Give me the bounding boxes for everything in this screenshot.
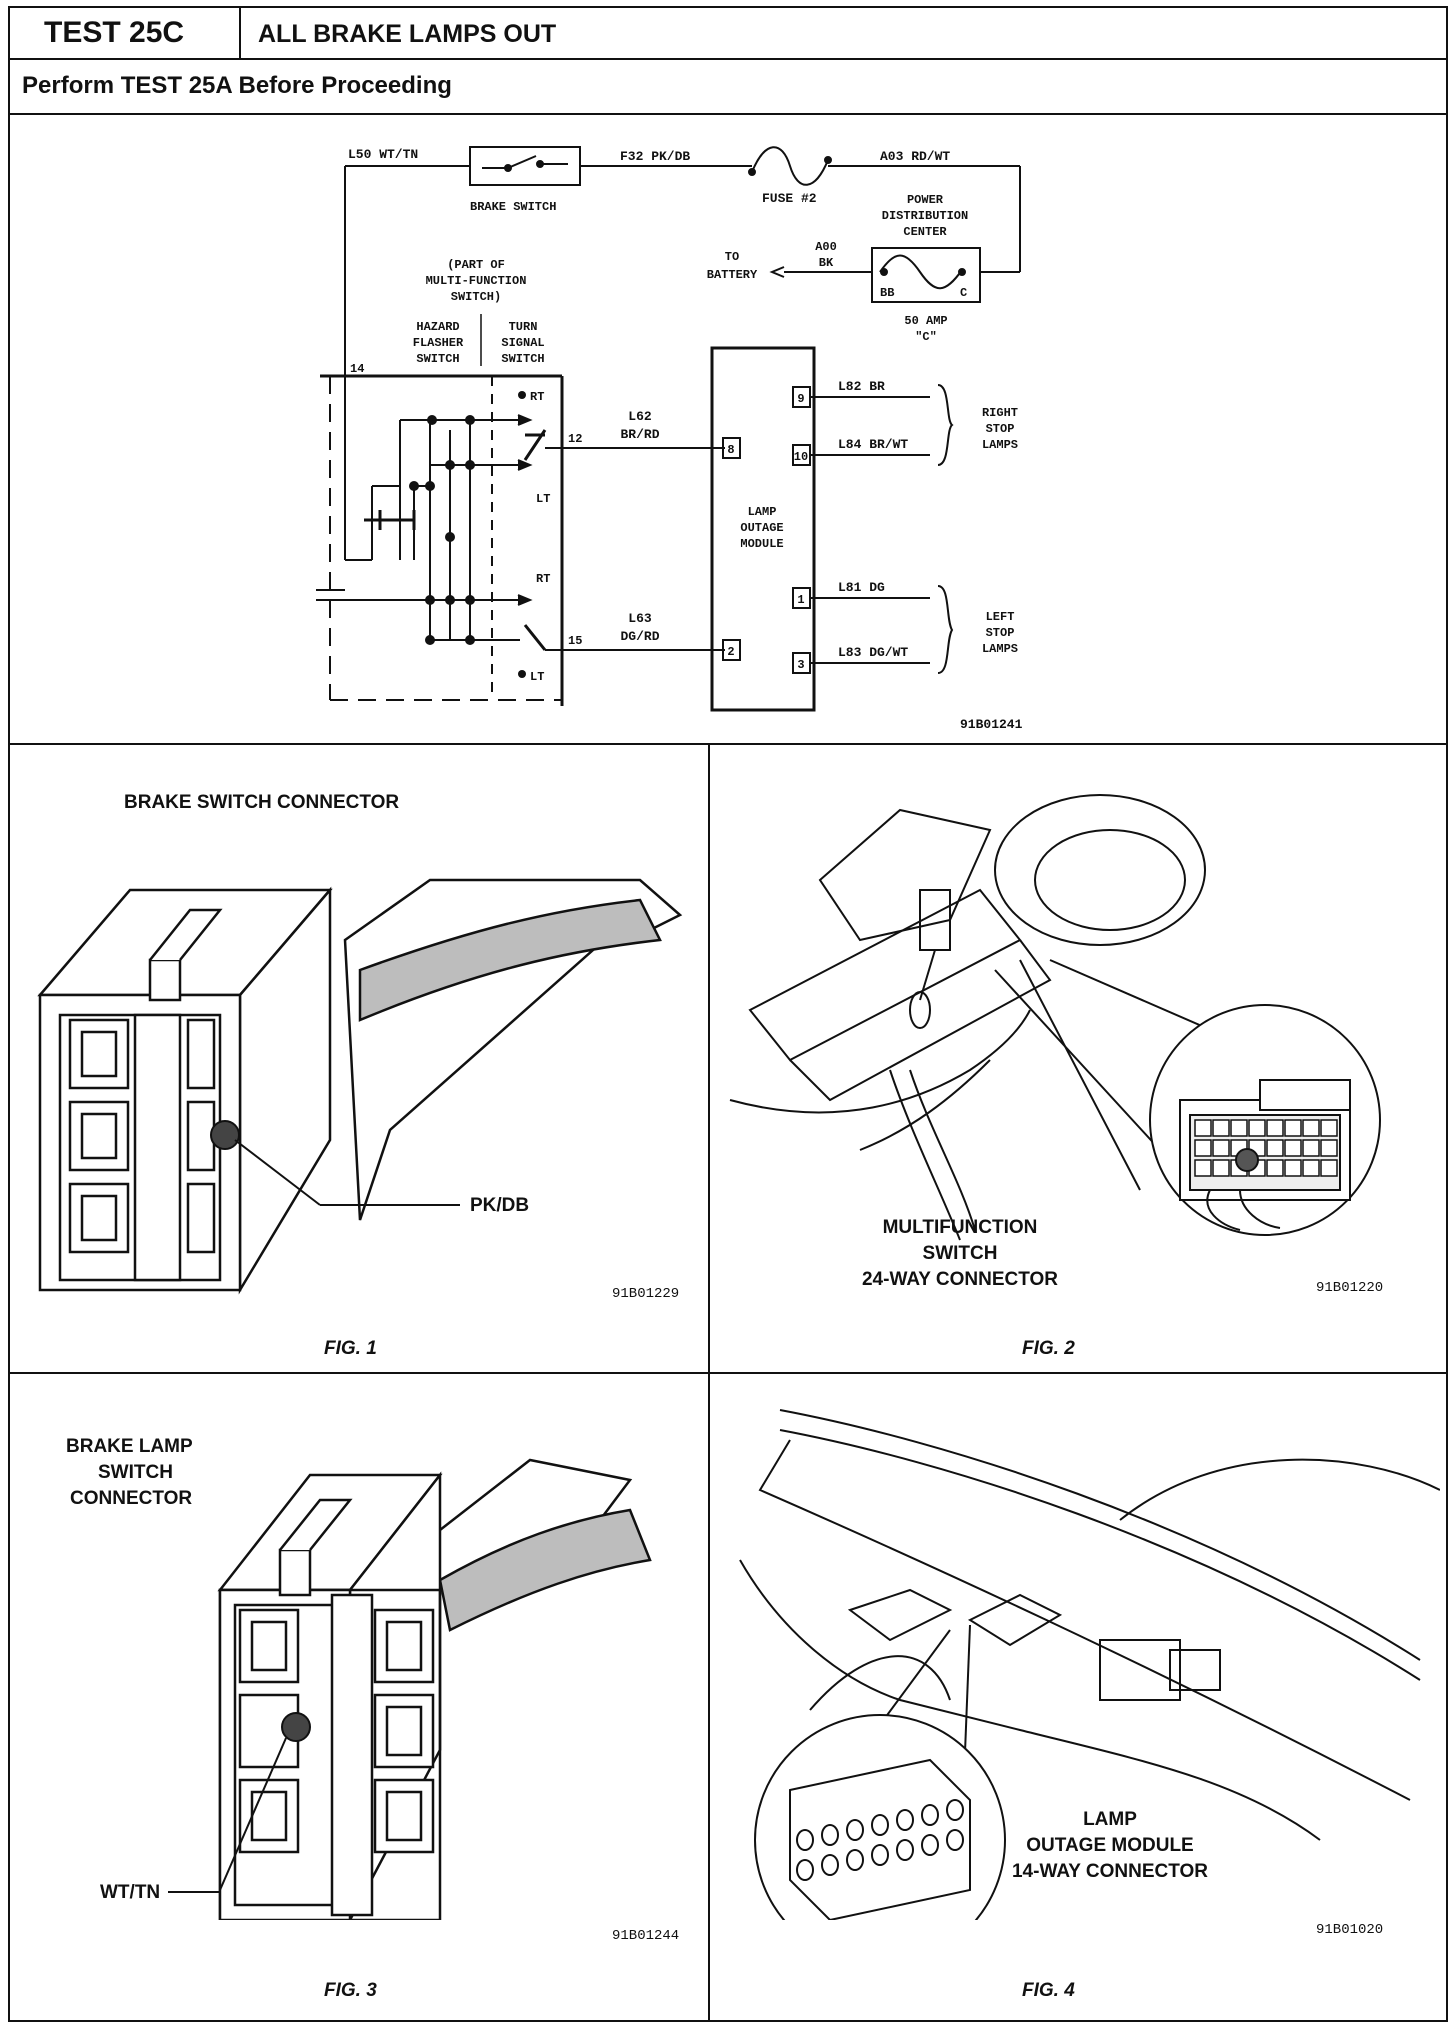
right-stop-line2: STOP — [986, 422, 1015, 436]
hazard-line3: SWITCH — [416, 352, 459, 366]
fig2-caption-line1: MULTIFUNCTION — [882, 1217, 1038, 1238]
to-battery-line2: BATTERY — [707, 268, 758, 282]
fig3-caption-line1: BRAKE LAMP — [66, 1436, 193, 1457]
fig1-callout: PK/DB — [470, 1195, 530, 1216]
fig4-caption-line2: OUTAGE MODULE — [1026, 1835, 1194, 1856]
lom-line3: MODULE — [740, 537, 783, 551]
left-stop-line1: LEFT — [986, 610, 1015, 624]
pin-3: 3 — [797, 658, 804, 672]
pdc-line2: DISTRIBUTION — [882, 209, 968, 223]
to-battery-line1: TO — [725, 250, 739, 264]
fig1-caption: BRAKE SWITCH CONNECTOR — [124, 792, 400, 813]
prerequisite-text: Perform TEST 25A Before Proceeding — [22, 72, 452, 99]
wire-a03: A03 RD/WT — [880, 149, 950, 164]
mfs-line1: (PART OF — [447, 258, 505, 272]
mfs-line3: SWITCH) — [451, 290, 501, 304]
fig4-caption-line3: 14-WAY CONNECTOR — [1011, 1861, 1209, 1882]
fig3-label: FIG. 3 — [324, 1980, 377, 2001]
turn-line3: SWITCH — [501, 352, 544, 366]
fig1-code: 91B01229 — [612, 1286, 680, 1302]
fig2-caption-line2: SWITCH — [922, 1243, 998, 1264]
lom-line2: OUTAGE — [740, 521, 783, 535]
figure-row-1 — [8, 743, 1448, 1374]
l62-line2: BR/RD — [620, 427, 659, 442]
fig3-caption-line2: SWITCH — [98, 1462, 173, 1483]
test-title: ALL BRAKE LAMPS OUT — [258, 20, 557, 48]
pin-15: 15 — [568, 634, 582, 648]
fig3-callout: WT/TN — [100, 1882, 161, 1903]
pin-9: 9 — [797, 392, 804, 406]
wiring-schematic: L50 WT/TN BRAKE SWITCH F32 PK/DB FUSE #2… — [316, 146, 1023, 732]
mfs-line2: MULTI-FUNCTION — [426, 274, 527, 288]
pin-1: 1 — [797, 593, 804, 607]
turn-line2: SIGNAL — [501, 336, 544, 350]
left-stop-line2: STOP — [986, 626, 1015, 640]
pin-14: 14 — [350, 362, 364, 376]
pin-10: 10 — [794, 450, 808, 464]
pdc-line3: CENTER — [903, 225, 947, 239]
pin-8: 8 — [727, 443, 734, 457]
brake-switch-label: BRAKE SWITCH — [470, 200, 556, 214]
lt-lower: LT — [530, 670, 544, 684]
fig3-caption-line3: CONNECTOR — [70, 1488, 193, 1509]
test-id: TEST 25C — [44, 16, 185, 49]
wire-l82: L82 BR — [838, 379, 885, 394]
fig4-label: FIG. 4 — [1022, 1980, 1075, 2001]
fig4-code: 91B01020 — [1316, 1922, 1384, 1938]
fig2-caption-line3: 24-WAY CONNECTOR — [861, 1269, 1059, 1290]
right-stop-line3: LAMPS — [982, 438, 1018, 452]
hazard-line2: FLASHER — [413, 336, 464, 350]
fig3-callout-leader — [168, 1891, 220, 1893]
lom-line1: LAMP — [748, 505, 777, 519]
fig3-brake-lamp-switch-connector-drawing — [217, 1458, 652, 1920]
pdc-line1: POWER — [907, 193, 944, 207]
divider-vertical — [708, 743, 710, 2022]
fig2-multifunction-switch-drawing — [729, 794, 1381, 1241]
wire-l81: L81 DG — [838, 580, 885, 595]
fig1-label: FIG. 1 — [324, 1338, 377, 1359]
c-label: C — [960, 286, 967, 300]
fig1-brake-switch-connector-drawing — [37, 878, 683, 1295]
wire-l83: L83 DG/WT — [838, 645, 908, 660]
amp-line1: 50 AMP — [904, 314, 947, 328]
fig2-code: 91B01220 — [1316, 1280, 1384, 1296]
schematic-code: 91B01241 — [960, 717, 1023, 732]
fig2-label: FIG. 2 — [1022, 1338, 1075, 1359]
a00-line2: BK — [819, 256, 834, 270]
l62-line1: L62 — [628, 409, 652, 424]
fig4-caption-line1: LAMP — [1083, 1809, 1137, 1830]
rt-lower: RT — [536, 572, 550, 586]
wire-f32: F32 PK/DB — [620, 149, 690, 164]
right-stop-line1: RIGHT — [982, 406, 1018, 420]
rt-upper: RT — [530, 390, 544, 404]
pin-2: 2 — [727, 645, 734, 659]
amp-line2: "C" — [915, 330, 937, 344]
lt-upper: LT — [536, 492, 550, 506]
turn-line1: TURN — [509, 320, 538, 334]
hazard-line1: HAZARD — [416, 320, 459, 334]
l63-line2: DG/RD — [620, 629, 659, 644]
fig4-lamp-outage-module-drawing — [739, 1409, 1440, 1920]
wire-l84: L84 BR/WT — [838, 437, 908, 452]
left-stop-line3: LAMPS — [982, 642, 1018, 656]
fig3-code: 91B01244 — [612, 1928, 680, 1944]
fuse-label: FUSE #2 — [762, 191, 817, 206]
a00-line1: A00 — [815, 240, 837, 254]
pin-12: 12 — [568, 432, 582, 446]
l63-line1: L63 — [628, 611, 652, 626]
bb-label: BB — [880, 286, 894, 300]
wire-l50: L50 WT/TN — [348, 147, 418, 162]
